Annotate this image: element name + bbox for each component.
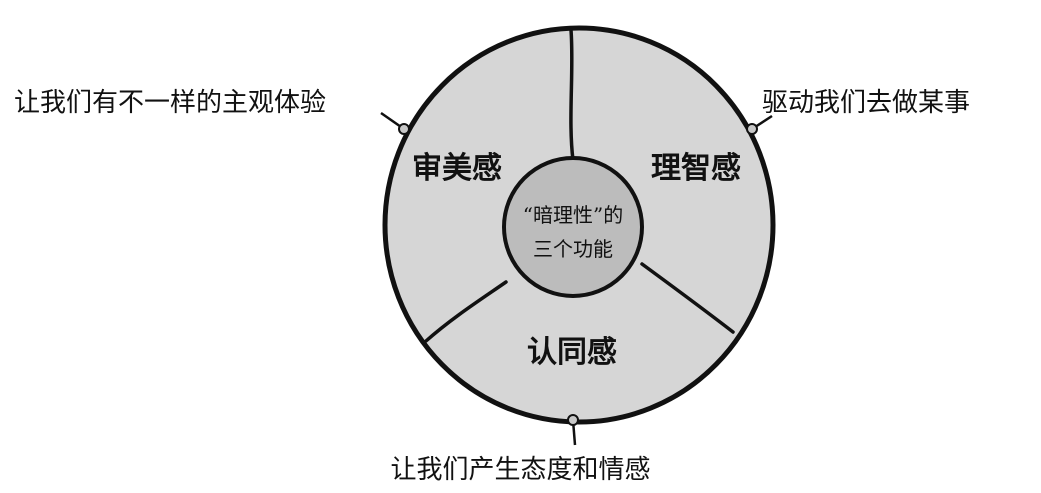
callout-bottom [567,414,579,446]
caption-aesthetic: 让我们有不一样的主观体验 [14,88,327,118]
divider-right [640,262,735,334]
divider-left [424,280,508,343]
callout-pin-bottom [567,414,579,426]
divider-top [569,28,575,162]
center-text-line2: 三个功能 [533,237,613,261]
center-circle [502,156,644,298]
caption-identity: 让我们产生态度和情感 [390,455,651,485]
center-text-line1: “暗理性”的 [523,203,623,227]
callout-pin-left [398,123,410,135]
callout-pin-right [746,123,758,135]
callout-left [380,111,410,135]
segment-label-aesthetic: 审美感 [412,151,502,186]
segment-label-rational: 理智感 [651,151,741,186]
segment-label-identity: 认同感 [527,335,617,370]
caption-rational: 驱动我们去做某事 [762,88,971,118]
callout-right [746,114,773,135]
